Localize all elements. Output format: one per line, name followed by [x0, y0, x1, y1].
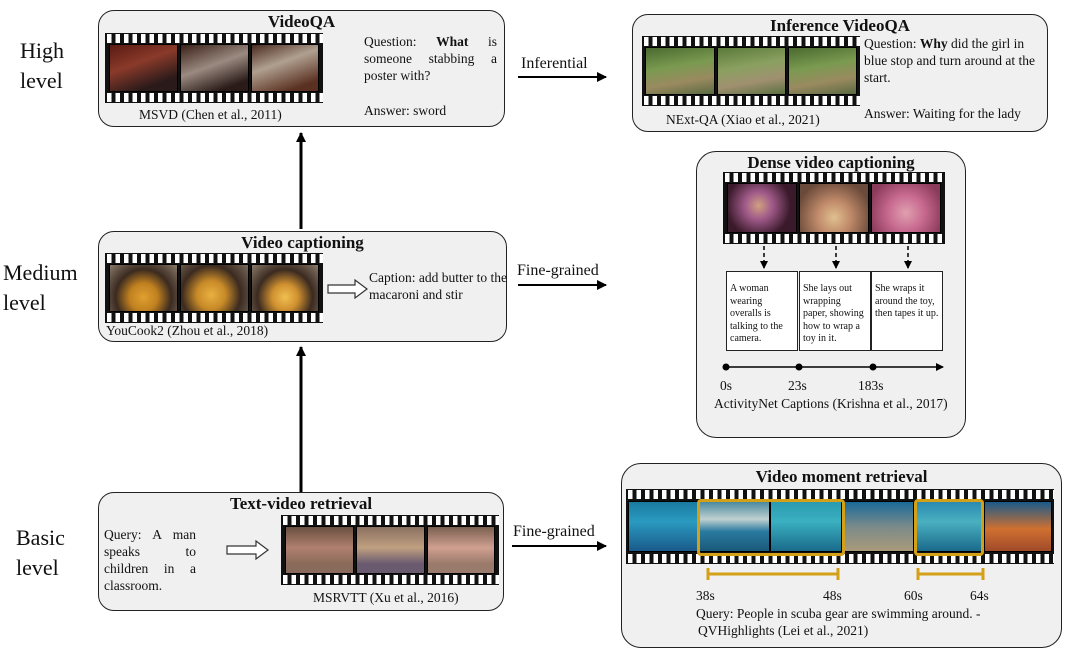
dense-captioning-source: ActivityNet Captions (Krishna et al., 20… [714, 396, 948, 411]
level-label-high: High level [20, 38, 64, 93]
video-frame [717, 47, 786, 95]
film-holes-bottom [723, 234, 945, 243]
inference-videoqa-panel: Inference VideoQA NExt-QA (Xiao et al., … [632, 14, 1048, 132]
film-holes-bottom [642, 96, 860, 105]
inference-videoqa-answer: Answer: Waiting for the lady [864, 106, 1021, 121]
video-frame [788, 47, 857, 95]
videoqa-title: VideoQA [267, 12, 336, 31]
timeline-label: 0s [720, 378, 733, 393]
inference-videoqa-question-prefix: Question: [864, 36, 920, 51]
video-captioning-source: YouCook2 (Zhou et al., 2018) [106, 323, 269, 338]
videoqa-question-prefix: Question: [364, 34, 437, 49]
video-captioning-title: Video captioning [241, 233, 364, 252]
video-captioning-panel: Video captioning Caption: add butter to … [98, 231, 507, 342]
text-video-retrieval-filmstrip [281, 515, 499, 585]
film-holes-bottom [626, 554, 1054, 563]
dense-segment-caption: She lays out wrapping paper, showing how… [799, 271, 871, 351]
moment-highlight-box [914, 499, 984, 556]
dense-timeline [722, 363, 944, 371]
text-video-retrieval-panel: Text-video retrieval Query: A man speaks… [98, 492, 504, 611]
inference-videoqa-source: NExt-QA (Xiao et al., 2021) [666, 112, 820, 127]
span-start-label: 60s [904, 588, 923, 603]
level-label-medium: Medium level [3, 260, 78, 315]
video-frame [427, 526, 495, 574]
film-holes-top [642, 37, 860, 46]
level-label-basic: Basic level [16, 525, 65, 580]
dense-dashed-arrows [760, 246, 912, 269]
text-video-retrieval-query: Query: A man speaks to children in a cla… [104, 527, 196, 593]
video-frame [109, 44, 178, 92]
film-holes-bottom [281, 575, 499, 584]
film-holes-top [626, 490, 1054, 499]
film-holes-top [281, 516, 499, 525]
hollow-arrow-icon [327, 279, 368, 299]
video-frame [727, 183, 797, 233]
edge-label-fine-grained-medium: Fine-grained [517, 262, 599, 279]
film-holes-bottom [105, 313, 323, 322]
moment-spans [706, 568, 985, 580]
dense-captioning-panel: Dense video captioning A woman wearing o… [696, 151, 966, 438]
dense-captioning-title: Dense video captioning [747, 153, 915, 172]
film-holes-bottom [105, 93, 323, 102]
video-frame [251, 264, 319, 312]
video-frame [180, 44, 249, 92]
moment-retrieval-panel: Video moment retrieval 38s 48s 60s 64s Q… [621, 463, 1062, 648]
timeline-label: 23s [788, 378, 807, 393]
videoqa-question-rest: is someone stabbing a poster with? [364, 34, 497, 83]
video-frame [285, 526, 354, 574]
text-video-retrieval-title: Text-video retrieval [229, 494, 373, 513]
span-end-label: 48s [823, 588, 842, 603]
moment-retrieval-title: Video moment retrieval [755, 467, 928, 486]
inference-videoqa-filmstrip [642, 36, 860, 106]
video-frame [251, 44, 319, 92]
inference-videoqa-question: Question: Why did the girl in blue stop … [864, 35, 1046, 86]
video-frame [871, 183, 941, 233]
inference-videoqa-question-keyword: Why [919, 36, 948, 51]
video-frame [799, 183, 869, 233]
edge-label-inferential: Inferential [521, 55, 588, 72]
hollow-arrow-icon [226, 540, 269, 560]
video-frame [628, 501, 698, 552]
film-holes-top [105, 34, 323, 43]
film-holes-top [105, 254, 323, 263]
span-end-label: 64s [970, 588, 989, 603]
film-holes-top [723, 173, 945, 182]
videoqa-source: MSVD (Chen et al., 2011) [139, 107, 282, 122]
inference-videoqa-title: Inference VideoQA [770, 16, 910, 35]
videoqa-question: Question: What is someone stabbing a pos… [364, 33, 497, 84]
inference-videoqa-question-rest: did the girl in blue stop and turn aroun… [864, 36, 1035, 85]
dense-captioning-filmstrip [723, 172, 945, 244]
video-frame [914, 501, 984, 552]
moment-highlight-box [697, 499, 845, 556]
video-captioning-caption: Caption: add butter to the macaroni and … [369, 270, 507, 302]
text-video-retrieval-source: MSRVTT (Xu et al., 2016) [313, 590, 459, 605]
span-start-label: 38s [696, 588, 715, 603]
videoqa-panel: VideoQA MSVD (Chen et al., 2011) Questio… [98, 10, 505, 127]
videoqa-filmstrip [105, 33, 323, 103]
video-frame [356, 526, 425, 574]
moment-retrieval-source: QVHighlights (Lei et al., 2021) [698, 623, 869, 638]
video-frame [645, 47, 715, 95]
video-frame [109, 264, 178, 312]
video-frame [180, 264, 249, 312]
video-captioning-filmstrip [105, 253, 323, 323]
videoqa-answer: Answer: sword [364, 103, 447, 118]
timeline-label: 183s [858, 378, 884, 393]
videoqa-question-keyword: What [436, 34, 469, 49]
video-frame [984, 501, 1052, 552]
dense-segment-caption: She wraps it around the toy, then tapes … [871, 271, 943, 351]
edge-label-fine-grained-basic: Fine-grained [513, 523, 595, 540]
video-frame [770, 501, 842, 552]
moment-retrieval-query: Query: People in scuba gear are swimming… [696, 606, 981, 621]
video-frame [842, 501, 914, 552]
dense-segment-caption: A woman wearing overalls is talking to t… [726, 271, 798, 351]
